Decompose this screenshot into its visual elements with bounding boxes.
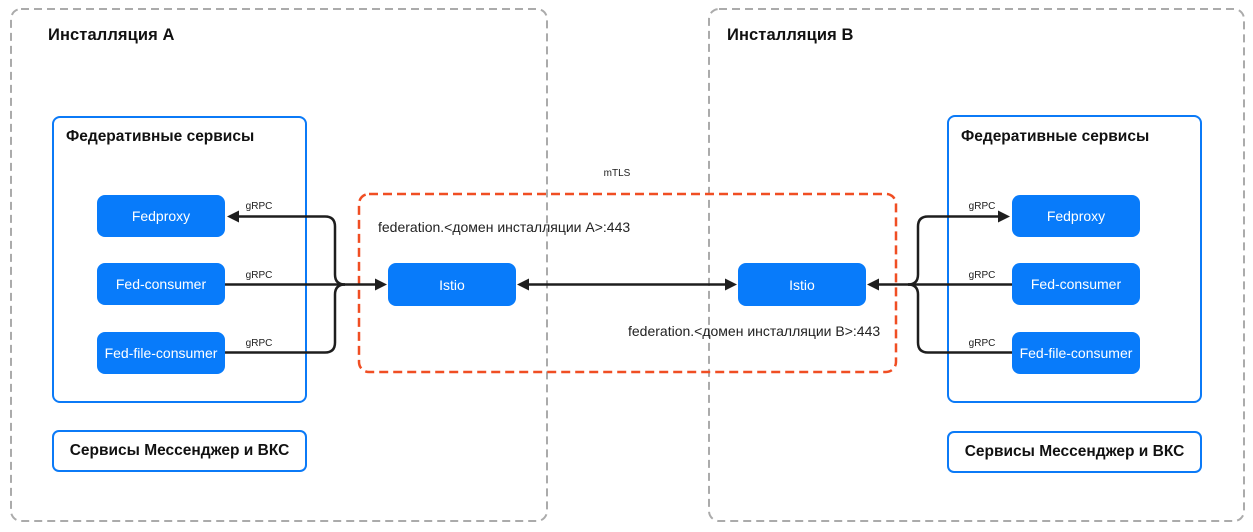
installation-a-messenger-vks-box: Сервисы Мессенджер и ВКС [52, 430, 307, 472]
arrowhead-into-istio-b-right [867, 278, 879, 291]
installation-b-title: Инсталляция B [727, 26, 854, 44]
grpc-label-a-fed-file-consumer: gRPC [245, 338, 273, 349]
node-istio-a: Istio [388, 263, 516, 306]
grpc-label-b-fed-file-consumer: gRPC [968, 338, 996, 349]
node-a-fedproxy: Fedproxy [97, 195, 225, 237]
grpc-label-b-fedproxy: gRPC [968, 201, 996, 212]
grpc-label-a-fed-consumer: gRPC [245, 270, 273, 281]
arrowhead-into-istio-b-left [725, 278, 737, 291]
node-istio-b: Istio [738, 263, 866, 306]
node-b-fed-file-consumer: Fed-file-consumer [1012, 332, 1140, 374]
node-b-fed-consumer: Fed-consumer [1012, 263, 1140, 305]
installation-b-messenger-vks-box: Сервисы Мессенджер и ВКС [947, 431, 1202, 473]
arrowhead-into-istio-a-right [517, 278, 529, 291]
node-b-fedproxy: Fedproxy [1012, 195, 1140, 237]
endpoint-b-label: federation.<домен инсталляции B>:443 [628, 323, 881, 339]
installation-a-federated-services-title: Федеративные сервисы [66, 128, 255, 145]
mtls-label: mTLS [603, 168, 631, 179]
installation-a-title: Инсталляция A [48, 26, 175, 44]
node-a-fed-file-consumer: Fed-file-consumer [97, 332, 225, 374]
grpc-label-b-fed-consumer: gRPC [968, 270, 996, 281]
arrowhead-into-istio-a-left [375, 278, 387, 291]
endpoint-a-label: federation.<домен инсталляции A>:443 [378, 219, 631, 235]
installation-b-federated-services-title: Федеративные сервисы [961, 128, 1150, 145]
grpc-label-a-fedproxy: gRPC [245, 201, 273, 212]
node-a-fed-consumer: Fed-consumer [97, 263, 225, 305]
